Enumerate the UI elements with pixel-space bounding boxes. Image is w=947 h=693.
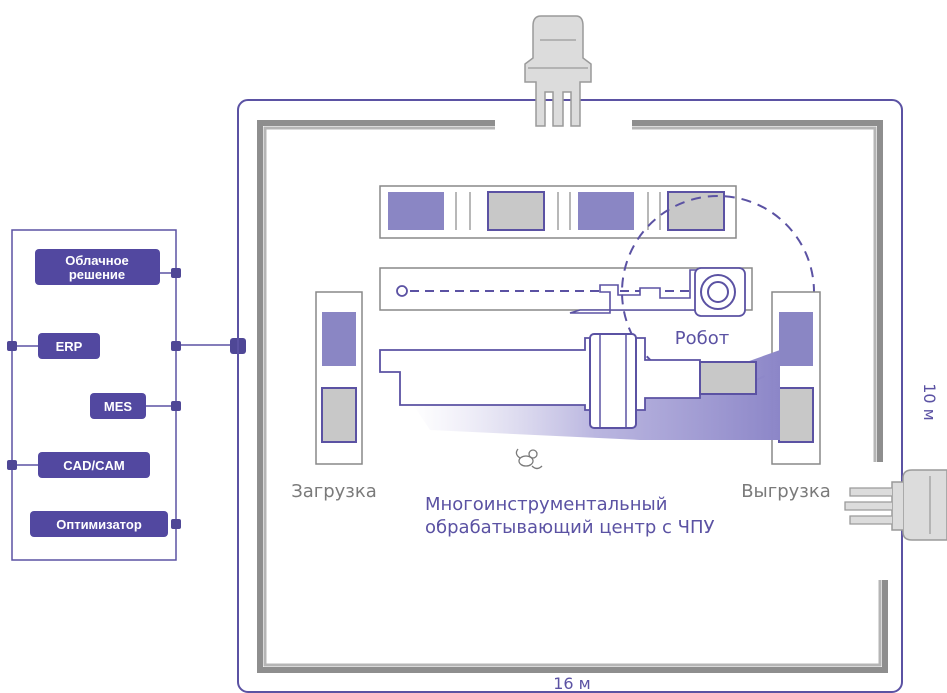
cloud-label-line1: Облачное bbox=[65, 253, 129, 268]
width-dimension-label: 16 м bbox=[553, 674, 591, 693]
cadcam-connector-dot bbox=[7, 460, 17, 470]
cell-walls bbox=[257, 120, 888, 673]
optimizer-button[interactable]: Оптимизатор bbox=[30, 511, 181, 537]
mes-connector-dot bbox=[171, 401, 181, 411]
erp-label: ERP bbox=[56, 339, 83, 354]
wall-left-bottom bbox=[257, 120, 888, 673]
loading-station bbox=[315, 291, 363, 465]
cadcam-label: CAD/CAM bbox=[63, 458, 124, 473]
erp-button[interactable]: ERP bbox=[7, 333, 181, 359]
mes-label: MES bbox=[104, 399, 133, 414]
cnc-machining-center bbox=[379, 333, 780, 440]
robot-label: Робот bbox=[675, 328, 729, 349]
machine-label-line1: Многоинструментальный bbox=[425, 494, 667, 515]
wall-right-top bbox=[632, 120, 883, 462]
rail-start-point bbox=[396, 285, 408, 297]
cloud-solution-button[interactable]: Облачное решение bbox=[35, 249, 181, 285]
robot-arm bbox=[569, 267, 746, 317]
right-connector-dot bbox=[171, 341, 181, 351]
systems-panel: Облачное решение ERP MES CAD/CAM bbox=[7, 229, 246, 561]
load-label: Загрузка bbox=[291, 481, 377, 502]
unloading-station bbox=[771, 291, 821, 465]
top-conveyor-station bbox=[524, 15, 592, 127]
operator-icon bbox=[515, 448, 543, 470]
unload-label: Выгрузка bbox=[741, 481, 831, 502]
cadcam-button[interactable]: CAD/CAM bbox=[7, 452, 150, 478]
height-dimension-label: 10 м bbox=[920, 383, 939, 421]
right-conveyor-station bbox=[844, 469, 947, 541]
tool-magazine-rack bbox=[379, 185, 737, 239]
optimizer-label: Оптимизатор bbox=[56, 517, 142, 532]
cloud-label-line2: решение bbox=[69, 267, 125, 282]
cloud-connector-dot bbox=[171, 268, 181, 278]
optimizer-connector-dot bbox=[171, 519, 181, 529]
mes-button[interactable]: MES bbox=[90, 393, 181, 419]
machine-label-line2: обрабатывающий центр с ЧПУ bbox=[425, 517, 714, 538]
erp-connector-dot bbox=[7, 341, 17, 351]
cell-boundary bbox=[237, 99, 903, 693]
